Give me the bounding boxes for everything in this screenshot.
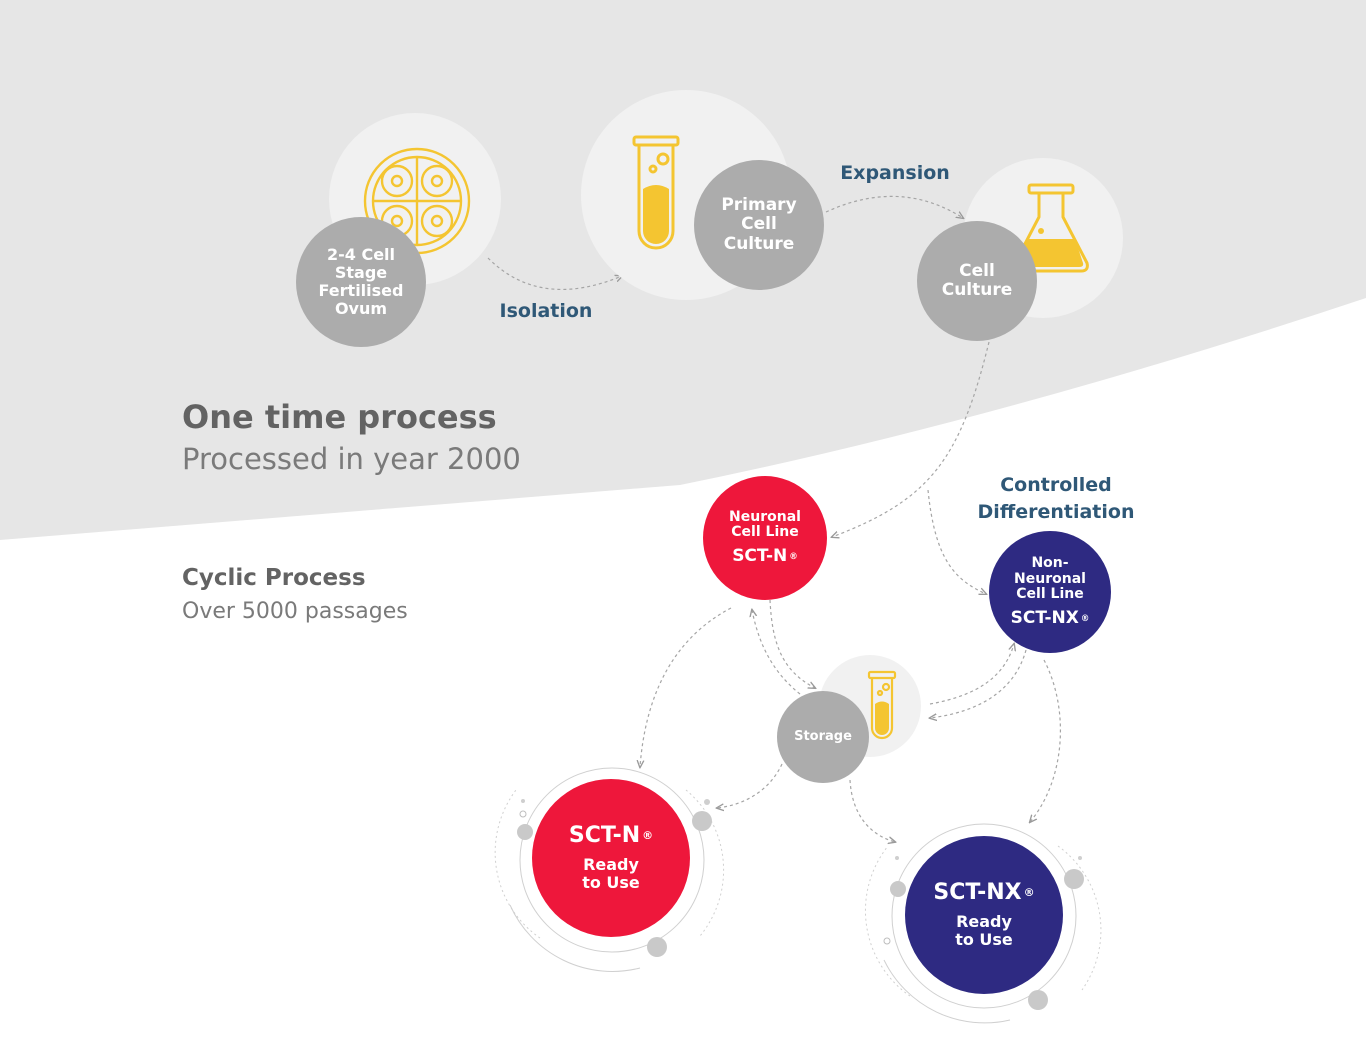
orbit-dot [890, 881, 906, 897]
registered-mark: ® [642, 829, 654, 843]
arrow-expansion [825, 195, 963, 218]
sctnx-ready-line-2: to Use [955, 930, 1013, 950]
ovum-line: 2-4 Cell [326, 245, 396, 265]
neuronal-cell-line-node: Neuronal Cell Line SCT-N® [703, 476, 827, 600]
non-neuronal-line-3: Cell Line [1016, 586, 1084, 603]
controlled-differentiation-label: Controlled Differentiation [956, 472, 1156, 525]
sctnx-ready-product: SCT-NX® [933, 879, 1035, 906]
cyclic-title: Cyclic Process [182, 565, 366, 591]
arrow-to-neuronal [832, 341, 990, 537]
sctnx-ready-product-name: SCT-NX [933, 879, 1022, 905]
non-neuronal-product-name: SCT-NX [1010, 607, 1079, 628]
primary-culture-node: Primary Cell Culture [694, 160, 824, 290]
neuronal-line-2: Cell Line [731, 524, 799, 541]
expansion-label: Expansion [840, 162, 950, 184]
sctnx-ready-node: SCT-NX® Ready to Use [905, 836, 1063, 994]
registered-mark: ® [789, 552, 798, 563]
neuronal-line-1: Neuronal [729, 508, 801, 525]
sctn-ready-line-2: to Use [582, 873, 640, 893]
cell-culture-node: Cell Culture [917, 221, 1037, 341]
primary-culture-line: Culture [723, 233, 795, 254]
arrow-non-neuronal-to-sctnx-ready [1030, 659, 1062, 822]
non-neuronal-product: SCT-NX® [1010, 607, 1090, 628]
controlled-line: Controlled [1000, 474, 1112, 496]
arrow-storage-to-neuronal [752, 610, 801, 695]
primary-culture-line: Primary [721, 195, 797, 216]
sctn-ready-line-1: Ready [583, 855, 639, 875]
arrow-storage-to-sctn-ready [717, 763, 783, 808]
one-time-title: One time process [182, 398, 497, 436]
sctnx-ready-orbits [864, 823, 1102, 1024]
neuronal-product-name: SCT-N [732, 546, 788, 567]
sctnx-ready-line-1: Ready [956, 912, 1012, 932]
orbit-dot [883, 937, 891, 945]
differentiation-line: Differentiation [977, 500, 1135, 523]
cyclic-subtitle: Over 5000 passages [182, 599, 408, 624]
ovum-line: Ovum [334, 298, 388, 318]
orbit-dot [692, 811, 712, 831]
sctn-ready-product: SCT-N® [568, 822, 654, 849]
test-tube-icon [632, 135, 680, 250]
arrow-neuronal-to-ready [640, 607, 732, 767]
non-neuronal-line-2: Neuronal [1014, 570, 1086, 587]
arrow-neuronal-to-storage [769, 599, 815, 688]
non-neuronal-line-1: Non- [1031, 554, 1069, 571]
registered-mark: ® [1023, 886, 1035, 900]
registered-mark: ® [1080, 613, 1090, 624]
orbit-dot [1064, 869, 1084, 889]
orbit-dot [521, 799, 525, 803]
ovum-line: Fertilised [318, 281, 404, 300]
sctn-ready-orbits [494, 767, 725, 972]
storage-label: Storage [794, 728, 852, 744]
neuronal-product: SCT-N® [732, 547, 798, 566]
sctn-ready-product-name: SCT-N [568, 822, 641, 848]
isolation-label: Isolation [499, 300, 593, 322]
ovum-node: 2-4 Cell Stage Fertilised Ovum [296, 217, 426, 347]
non-neuronal-cell-line-node: Non- Neuronal Cell Line SCT-NX® [989, 531, 1111, 653]
arrow-to-non-neuronal [927, 489, 986, 594]
one-time-subtitle: Processed in year 2000 [182, 442, 521, 476]
cell-culture-line: Cell [959, 260, 995, 281]
arrow-storage-to-non-neuronal [929, 644, 1014, 705]
orbit-dot [895, 856, 899, 860]
cell-culture-line: Culture [941, 280, 1013, 300]
orbit-dot [704, 799, 710, 805]
arrow-isolation [487, 257, 622, 291]
orbit-dot [1028, 990, 1048, 1010]
sctn-ready-node: SCT-N® Ready to Use [532, 779, 690, 937]
storage-node: Storage [777, 691, 869, 783]
arrow-storage-to-sctnx-ready [849, 779, 895, 842]
orbit-dot [519, 810, 527, 818]
primary-culture-line: Cell [741, 214, 777, 235]
orbit-dot [517, 824, 533, 840]
arrow-non-neuronal-to-storage [930, 649, 1027, 718]
orbit-dot [1078, 856, 1082, 860]
orbit-dot [647, 937, 667, 957]
ovum-line: Stage [334, 263, 388, 283]
storage-tube-icon [867, 670, 897, 740]
